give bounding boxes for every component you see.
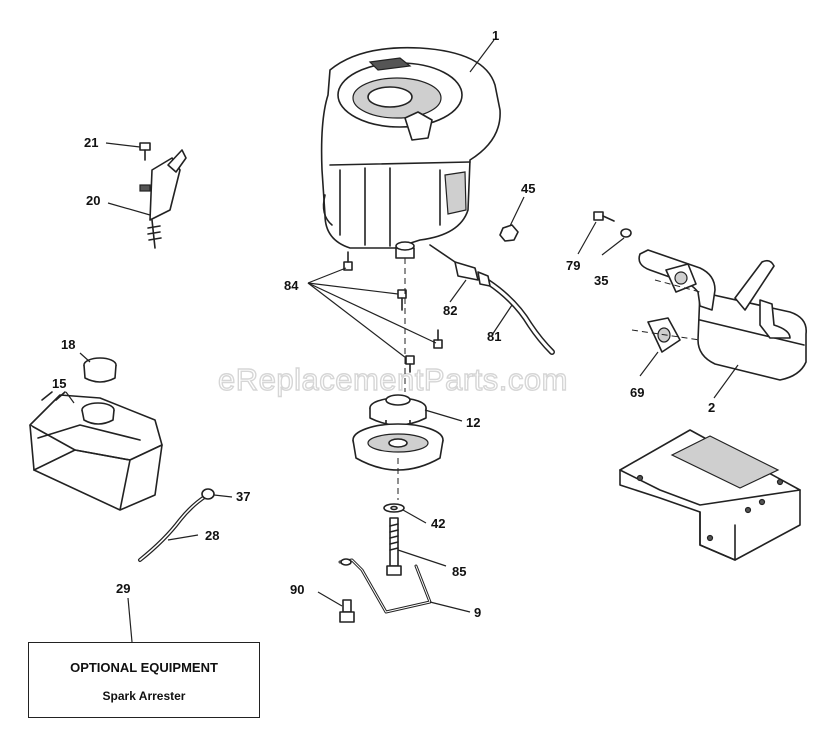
optional-equipment-title: OPTIONAL EQUIPMENT: [70, 660, 218, 675]
washer-part[interactable]: [383, 503, 405, 513]
fuel-hose-part[interactable]: [485, 279, 555, 355]
callout-21: 21: [84, 135, 98, 150]
callout-82: 82: [443, 303, 457, 318]
fuel-cap-part[interactable]: [83, 357, 117, 383]
callout-42: 42: [431, 516, 445, 531]
optional-equipment-box: OPTIONAL EQUIPMENT Spark Arrester: [28, 642, 260, 718]
callout-69: 69: [630, 385, 644, 400]
fuel-line-part[interactable]: [138, 494, 208, 562]
lock-washer-part[interactable]: [620, 228, 632, 238]
pulley-part[interactable]: [352, 394, 444, 471]
callout-18: 18: [61, 337, 75, 352]
nut-45-part[interactable]: [499, 224, 519, 242]
fuel-tank-part[interactable]: [29, 391, 163, 511]
gasket-part[interactable]: [647, 263, 697, 353]
callout-37: 37: [236, 489, 250, 504]
callout-45: 45: [521, 181, 535, 196]
callout-90: 90: [290, 582, 304, 597]
callout-15: 15: [52, 376, 66, 391]
callout-12: 12: [466, 415, 480, 430]
callout-84: 84: [284, 278, 299, 293]
callout-29: 29: [116, 581, 130, 596]
bolt-85-part[interactable]: [386, 517, 402, 576]
callout-85: 85: [452, 564, 466, 579]
spark-arrester-label: Spark Arrester: [102, 689, 186, 703]
callout-79: 79: [566, 258, 580, 273]
callout-9: 9: [474, 605, 481, 620]
clamp-part[interactable]: [201, 488, 215, 500]
callout-2: 2: [708, 400, 715, 415]
belt-guide-part[interactable]: [338, 558, 432, 614]
callout-28: 28: [205, 528, 219, 543]
leader-lines: [65, 39, 739, 643]
bolt-90-part[interactable]: [339, 599, 355, 623]
watermark-text: eReplacementParts.com: [218, 362, 568, 397]
mounting-plate-part: [619, 429, 801, 561]
callout-20: 20: [86, 193, 100, 208]
muffler-part[interactable]: [638, 249, 807, 381]
throttle-bracket-part[interactable]: [139, 149, 187, 249]
engine-part[interactable]: [320, 46, 501, 249]
screw-21-part[interactable]: [139, 142, 151, 161]
callout-35: 35: [594, 273, 608, 288]
callout-1: 1: [492, 28, 499, 43]
callout-81: 81: [487, 329, 501, 344]
bolt-79-part[interactable]: [593, 211, 615, 222]
alignment-line: [631, 279, 701, 341]
fitting-part[interactable]: [429, 244, 491, 287]
mounting-bolts-part[interactable]: [343, 251, 443, 373]
crankshaft-part: [395, 241, 415, 259]
